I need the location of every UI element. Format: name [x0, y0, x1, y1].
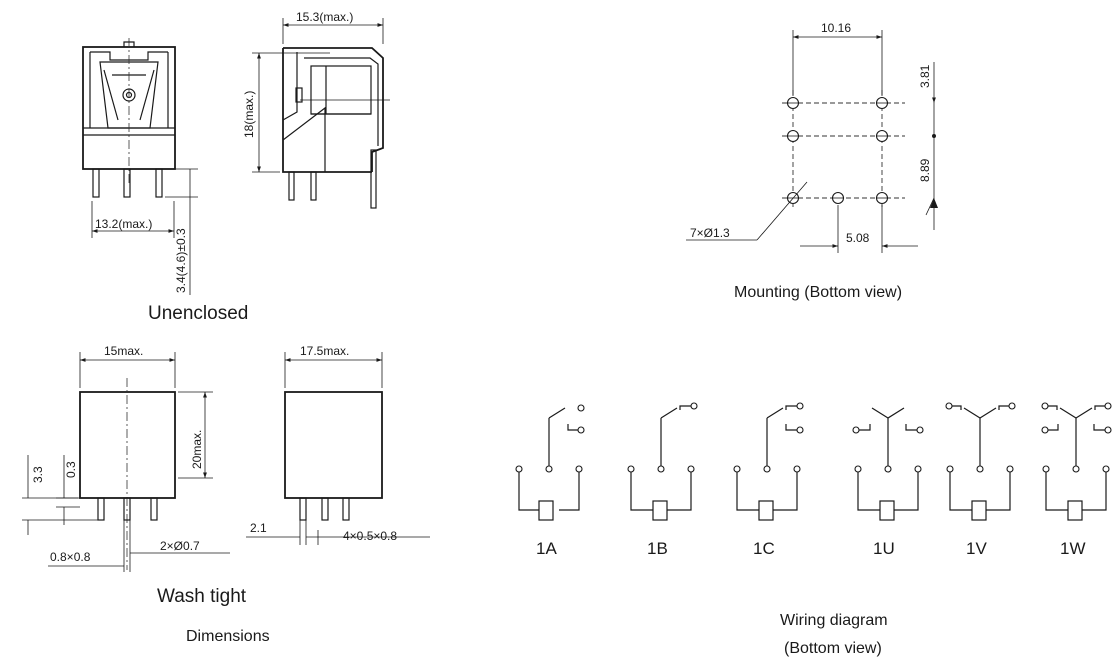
dim-mounting-508: 5.08: [846, 231, 870, 245]
caption-mounting: Mounting (Bottom view): [734, 284, 902, 301]
unenclosed-side-view: 15.3(max.) 18(max.): [242, 10, 390, 209]
wiring-label-1w: 1W: [1060, 539, 1086, 558]
dim-unenclosed-height: 18(max.): [242, 91, 256, 138]
washtight-front-view: 15max. 20max. 3.3 0.3 0.8×0.8 2×Ø0.7: [22, 344, 230, 572]
wiring-label-1v: 1V: [966, 539, 987, 558]
wiring-label-1b: 1B: [647, 539, 668, 558]
wiring-diagrams: 1A 1B 1C 1U 1V 1W: [515, 402, 1112, 558]
wiring-1c: [733, 402, 804, 521]
caption-unenclosed: Unenclosed: [148, 303, 248, 324]
caption-wash-tight: Wash tight: [157, 586, 247, 607]
wiring-label-1u: 1U: [873, 539, 895, 558]
mounting-bottom-view: 10.16 3.81 8.89 5.08 7×Ø1.3: [686, 21, 938, 253]
dim-washtight-pin-dia: 2×Ø0.7: [160, 539, 200, 553]
dim-mounting-381: 3.81: [918, 64, 932, 88]
wiring-1u: [852, 407, 924, 521]
dim-unenclosed-width: 13.2(max.): [95, 217, 152, 231]
caption-dimensions: Dimensions: [186, 628, 270, 645]
dim-washtight-length: 17.5max.: [300, 344, 349, 358]
mounting-holes: [786, 96, 889, 205]
unenclosed-front-view: 13.2(max.) 3.4(4.6)±0.3: [82, 38, 198, 295]
washtight-side-view: 17.5max. 2.1 4×0.5×0.8: [246, 344, 430, 545]
dim-unenclosed-length: 15.3(max.): [296, 10, 353, 24]
dim-mounting-889: 8.89: [918, 158, 932, 182]
wiring-1v: [945, 402, 1016, 521]
dim-washtight-pin-rect: 4×0.5×0.8: [343, 529, 397, 543]
dim-washtight-height: 20max.: [190, 430, 204, 469]
wiring-label-1c: 1C: [753, 539, 775, 558]
caption-wiring-line1: Wiring diagram: [780, 612, 888, 629]
dim-mounting-1016: 10.16: [821, 21, 851, 35]
dim-mounting-holes: 7×Ø1.3: [690, 226, 730, 240]
caption-wiring-line2: (Bottom view): [784, 640, 882, 657]
wiring-1w: [1041, 402, 1112, 521]
wiring-1b: [627, 402, 698, 521]
dim-unenclosed-pin: 3.4(4.6)±0.3: [174, 228, 188, 293]
wiring-label-1a: 1A: [536, 539, 557, 558]
wiring-1a: [515, 404, 585, 521]
dim-washtight-pin-section: 0.8×0.8: [50, 550, 91, 564]
dim-washtight-21: 2.1: [250, 521, 267, 535]
dim-washtight-33: 3.3: [31, 466, 45, 483]
dim-washtight-03: 0.3: [64, 461, 78, 478]
dim-washtight-width: 15max.: [104, 344, 143, 358]
